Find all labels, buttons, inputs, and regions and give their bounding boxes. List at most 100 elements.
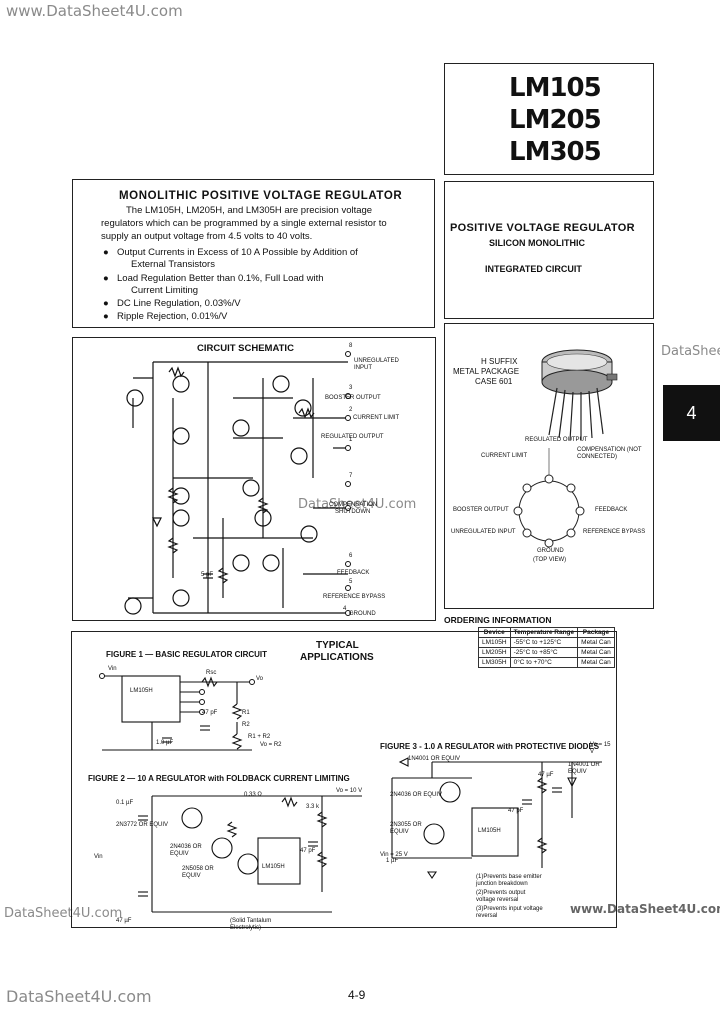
schematic-pin-8: 8 (349, 343, 353, 349)
figure3-part-diode2: 1N4001 OR EQUIV (568, 762, 600, 775)
pin-label-bottom-left: UNREGULATED INPUT (451, 529, 516, 535)
pin-label-top-right: COMPENSATION (NOT CONNECTED) (577, 447, 642, 460)
watermark-bottom-right: www.DataSheet4U.com (570, 902, 720, 916)
bullet-icon: ● (103, 298, 109, 309)
package-case: CASE 601 (475, 377, 513, 386)
schematic-box: CIRCUIT SCHEMATIC (72, 337, 436, 621)
figure1-r2: R2 (242, 722, 250, 728)
bullet-icon: ● (103, 311, 109, 322)
part-number-lm305: LM305 (509, 137, 602, 167)
schematic-regulated-output: REGULATED OUTPUT (321, 434, 384, 440)
pin-diagram (513, 448, 585, 548)
description-line3: INTEGRATED CIRCUIT (485, 264, 582, 274)
figure1-drawing (99, 673, 255, 751)
watermark-bottom-left-large: DataSheet4U.com (6, 987, 152, 1006)
figure3-part-vo: Vo = 15 V (590, 742, 611, 755)
figure3-part-47uf: 47 µF (538, 772, 554, 778)
watermark-bottom-left-small: DataSheet4U.com (4, 906, 123, 921)
schematic-drawing (124, 351, 351, 616)
figure3-note-1: (1)Prevents base emitter junction breakd… (476, 874, 542, 887)
figure1-ic: LM105H (130, 688, 153, 694)
watermark-right-edge: DataShee (661, 344, 720, 359)
description-line2: SILICON MONOLITHIC (489, 238, 585, 248)
figure3-ic: LM105H (478, 828, 501, 834)
ordering-temp: 0°C to +70°C (509, 657, 579, 668)
figure3-note-3: (3)Prevents input voltage reversal (476, 906, 543, 919)
figure2-part-vo: Vo = 10 V (336, 788, 363, 794)
features-title: MONOLITHIC POSITIVE VOLTAGE REGULATOR (119, 190, 403, 202)
figure2-part-rsc: 0.33 Ω (244, 792, 262, 798)
schematic-title: CIRCUIT SCHEMATIC (197, 343, 294, 354)
features-box: MONOLITHIC POSITIVE VOLTAGE REGULATOR Th… (72, 179, 435, 328)
pin-label-top: REGULATED OUTPUT (525, 437, 588, 443)
figure1-vout: Vo (256, 676, 264, 682)
schematic-cap: 5 pF (201, 572, 214, 578)
package-suffix: H SUFFIX (481, 357, 518, 366)
feature-bullet-2: ● Load Regulation Better than 0.1%, Full… (103, 273, 324, 297)
section-tab: 4 (663, 385, 720, 441)
ordering-title: ORDERING INFORMATION (444, 615, 552, 625)
figure2-part-2n3772: 2N3772 OR EQUIV (116, 822, 169, 828)
package-box: H SUFFIX METAL PACKAGE CASE 601 REGULATE… (444, 323, 654, 609)
figure3-part-2n4036: 2N4036 OR EQUIV (390, 792, 443, 798)
figure2-part-2n4036: 2N4036 OR EQUIV (170, 844, 202, 857)
figure1-cap47: 47 pF (202, 710, 218, 716)
figure3-part-vin: Vin = 25 V (380, 852, 408, 858)
feature-bullet-2-line1: Load Regulation Better than 0.1%, Full L… (117, 273, 324, 284)
page-number: 4-9 (348, 988, 366, 1002)
metal-can-illustration (541, 349, 618, 441)
schematic-pin-5: 5 (349, 579, 353, 585)
part-number-lm105: LM105 (509, 73, 602, 103)
figure2-part-cap47: 47 µF (116, 918, 132, 924)
description-line1: POSITIVE VOLTAGE REGULATOR (450, 222, 635, 234)
figure3-part-2n3055: 2N3055 OR EQUIV (390, 822, 422, 835)
figure2-part-cap1: 0.1 µF (116, 800, 134, 806)
figure2-drawing (138, 795, 362, 913)
figure2-title: FIGURE 2 — 10 A REGULATOR with FOLDBACK … (88, 774, 350, 783)
figure3-drawing (391, 757, 602, 879)
description-box: POSITIVE VOLTAGE REGULATOR SILICON MONOL… (444, 181, 654, 319)
schematic-booster-output: BOOSTER OUTPUT (325, 395, 381, 401)
figure3-note-2: (2)Prevents output voltage reversal (476, 890, 526, 903)
typical-title-2: APPLICATIONS (300, 652, 374, 663)
schematic-pin-4: 4 (343, 606, 347, 612)
typical-title-1: TYPICAL (316, 640, 359, 651)
feature-bullet-4: ● Ripple Rejection, 0.01%/V (103, 311, 228, 323)
figure2-vin: Vin (94, 854, 103, 860)
figure2-part-2n5058: 2N5058 OR EQUIV (182, 866, 214, 879)
feature-bullet-2-line2: Current Limiting (131, 285, 199, 296)
schematic-pin-6: 6 (349, 553, 353, 559)
figure2-part-47pf: 47 pF (300, 848, 316, 854)
figure1-vin: Vin (108, 666, 117, 672)
figure1-rsc: Rsc (206, 670, 217, 676)
bullet-icon: ● (103, 273, 109, 284)
feature-bullet-1-line2: External Transistors (131, 259, 215, 270)
pin-label-view: (TOP VIEW) (533, 557, 567, 563)
package-type: METAL PACKAGE (453, 367, 520, 376)
schematic-pin-2: 2 (349, 407, 353, 413)
figure3-part-diode1: 1N4001 OR EQUIV (408, 756, 461, 762)
features-intro-3: supply an output voltage from 4.5 volts … (101, 231, 313, 242)
figure2-ic: LM105H (262, 864, 285, 870)
pin-label-right: FEEDBACK (595, 507, 628, 513)
figure3-part-1uf: 1 µF (386, 858, 399, 864)
pin-label-top-left: CURRENT LIMIT (481, 453, 528, 459)
feature-bullet-1-line1: Output Currents in Excess of 10 A Possib… (117, 247, 358, 258)
schematic-feedback: FEEDBACK (337, 570, 370, 576)
figure1-cap-bottom: 1.0 µF (156, 740, 174, 746)
figure1-formula-sub: Vo = R2 (260, 742, 282, 748)
figure1-title: FIGURE 1 — BASIC REGULATOR CIRCUIT (106, 650, 268, 659)
schematic-ground: GROUND (349, 611, 376, 617)
figure3-title: FIGURE 3 - 1.0 A REGULATOR with PROTECTI… (380, 742, 600, 751)
feature-bullet-4-line1: Ripple Rejection, 0.01%/V (117, 311, 228, 322)
part-number-lm205: LM205 (509, 105, 602, 135)
schematic-compensation: COMPENSATION (329, 502, 378, 508)
feature-bullet-3-line1: DC Line Regulation, 0.03%/V (117, 298, 241, 309)
table-row: LM305H 0°C to +70°C Metal Can (478, 657, 615, 668)
schematic-pin-1: 1 (349, 437, 353, 443)
ordering-table: Device Temperature Range Package LM105H … (478, 627, 615, 668)
schematic-unregulated-input: UNREGULATED INPUT (354, 358, 399, 371)
schematic-shutdown: SHUTDOWN (335, 509, 371, 515)
pin-label-bottom: GROUND (537, 548, 564, 554)
pin-label-bottom-right: REFERENCE BYPASS (583, 529, 646, 535)
